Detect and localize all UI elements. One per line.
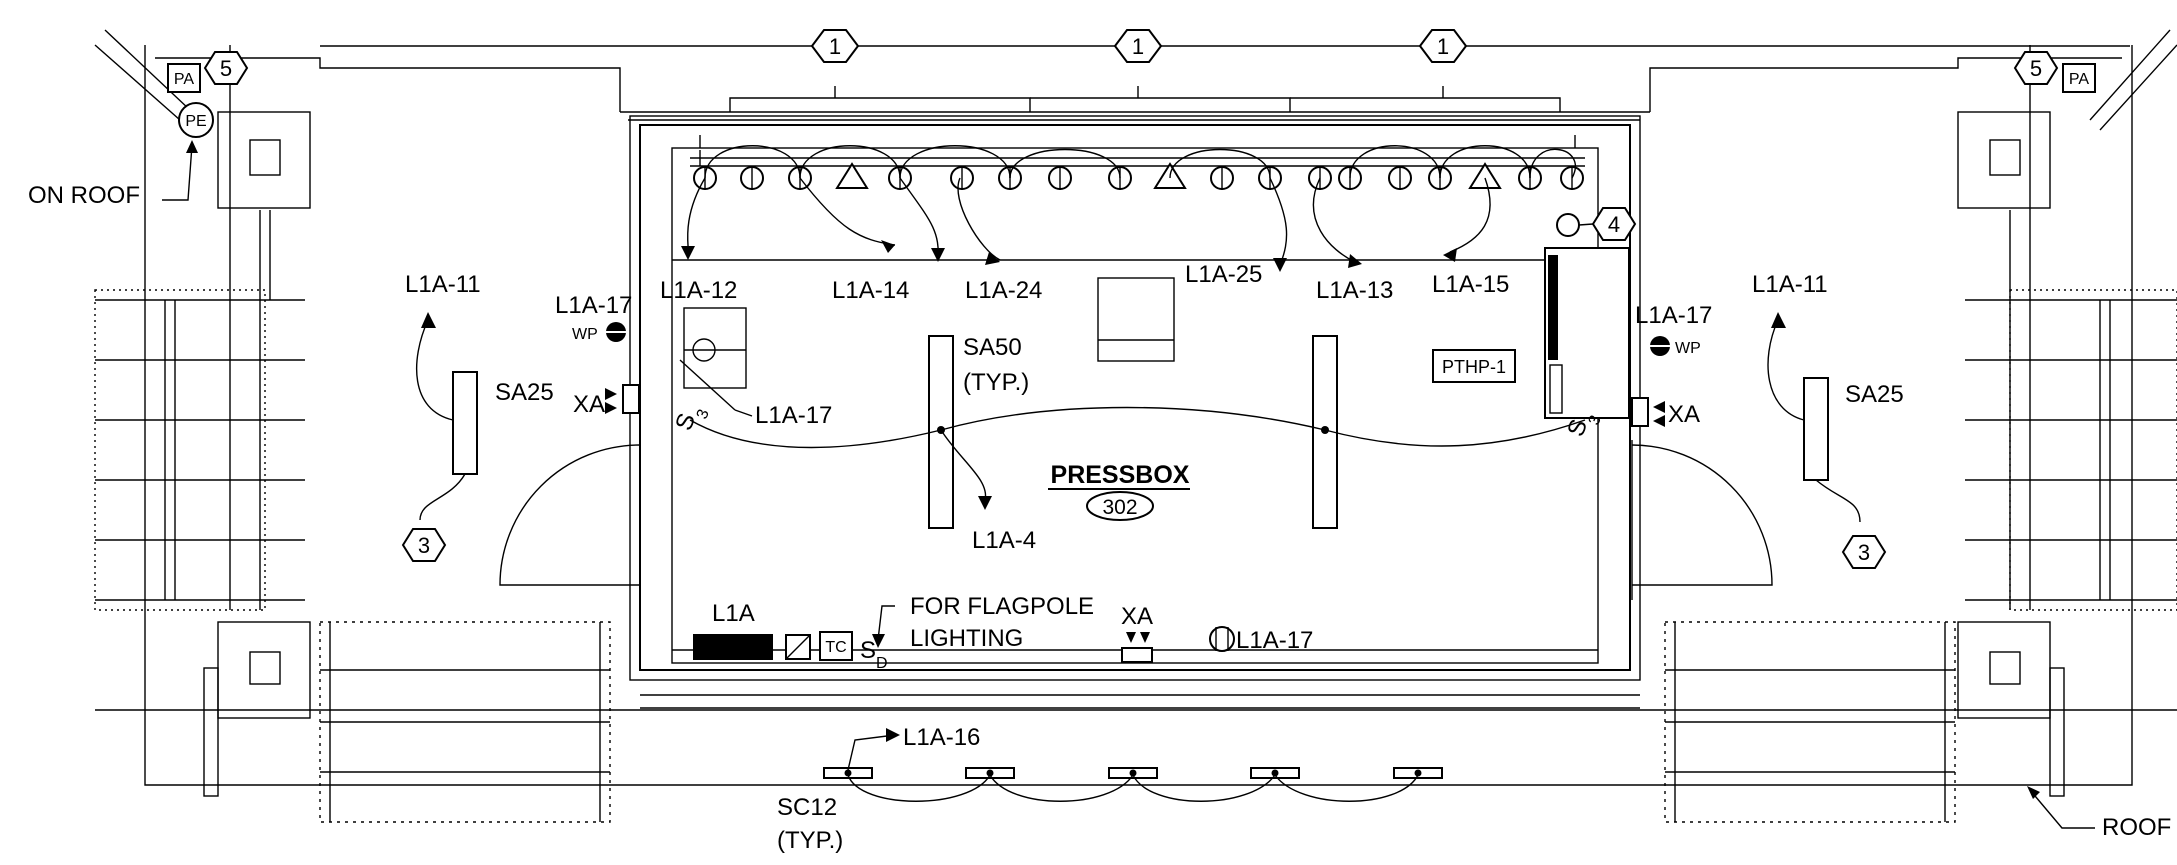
label-xa-left: XA	[573, 391, 605, 418]
label-l1a-11-left: L1A-11	[405, 271, 481, 298]
time-clock: TC	[819, 631, 853, 661]
arrow-l1a-24	[985, 252, 1000, 265]
triangle-fixture-symbol	[1468, 162, 1502, 189]
sc12-fixture-dot	[1414, 769, 1422, 777]
label-l1a-13: L1A-13	[1316, 277, 1393, 304]
svg-text:5: 5	[2030, 56, 2042, 81]
sc12-fixture-dot	[986, 769, 994, 777]
label-l1a-17-hvac: L1A-17	[755, 402, 832, 429]
arrow-l1a-25	[931, 248, 945, 262]
door-swings	[499, 440, 1773, 600]
xa-device-right	[1631, 397, 1665, 427]
svg-text:3: 3	[1858, 540, 1870, 565]
label-sa50-typ: (TYP.)	[963, 369, 1029, 396]
svg-text:PA: PA	[174, 71, 194, 88]
label-sa25-left: SA25	[495, 379, 554, 406]
sc12-fixture-dot	[1271, 769, 1279, 777]
panel-l1a	[693, 634, 773, 660]
keynote-1-right: 1	[1418, 29, 1468, 63]
label-l1a-17-left: L1A-17	[555, 292, 632, 319]
sa25-fixture-right	[1803, 377, 1829, 481]
triangle-fixture-symbol	[835, 162, 869, 189]
stadium-seating-right	[1664, 289, 2177, 823]
room-name: PRESSBOX	[1051, 461, 1190, 489]
wp-receptacle-right: WP	[1650, 336, 1701, 357]
label-l1a-4: L1A-4	[972, 527, 1036, 554]
sa50-fixture-right	[1312, 335, 1338, 529]
sc12-fixture-row	[823, 767, 1443, 779]
keynote-4: 4	[1591, 207, 1637, 241]
receptacle-l1a-17-bottom	[1209, 626, 1235, 652]
label-l1a-17-right: L1A-17	[1635, 302, 1712, 329]
label-xa-right: XA	[1668, 401, 1700, 428]
arrow-l1a-15	[1443, 248, 1457, 262]
label-l1a-14: L1A-14	[832, 277, 909, 304]
pthp-unit: PTHP-1	[1432, 213, 1630, 419]
keynote-3-left: 3	[401, 528, 447, 562]
keynote-3-right: 3	[1841, 535, 1887, 569]
svg-text:4: 4	[1608, 212, 1620, 237]
fixture-track	[690, 150, 1585, 167]
svg-text:TC: TC	[825, 639, 846, 656]
label-l1a-24: L1A-24	[965, 277, 1042, 304]
arrow-l1a-14	[881, 240, 895, 253]
keynote-1-center: 1	[1113, 29, 1163, 63]
svg-text:3: 3	[418, 533, 430, 558]
svg-text:5: 5	[220, 56, 232, 81]
arrow-l1a-13	[1348, 254, 1362, 268]
label-sa25-right: SA25	[1845, 381, 1904, 408]
xa-device-left	[605, 384, 640, 414]
svg-text:1: 1	[1437, 34, 1449, 59]
pa-speaker-symbol-left: PA	[167, 63, 201, 93]
arrow-l1a-12	[681, 246, 695, 260]
arrow-l1a-25-b	[1273, 258, 1287, 272]
label-sa50: SA50	[963, 334, 1022, 361]
downlight-row	[693, 162, 1584, 190]
sc12-fixture-dot	[844, 769, 852, 777]
structural-columns	[203, 111, 2065, 797]
svg-text:S: S	[860, 637, 876, 664]
keynote-5-right: 5	[2013, 51, 2059, 85]
label-l1a-17-bottom: L1A-17	[1236, 627, 1313, 654]
room-number: 302	[1102, 496, 1137, 519]
wp-receptacle-left: WP	[572, 322, 626, 343]
svg-text:PE: PE	[185, 113, 206, 130]
label-panel-l1a: L1A	[712, 600, 755, 627]
xa-device-bottom	[1121, 632, 1153, 663]
flagpole-switch: S D	[860, 605, 895, 672]
svg-text:WP: WP	[1675, 340, 1701, 357]
stadium-seating-left	[94, 289, 611, 823]
label-l1a-11-right: L1A-11	[1752, 271, 1828, 298]
hvac-unit	[683, 307, 747, 389]
label-l1a-12: L1A-12	[660, 277, 737, 304]
roof-label: ROOF	[2102, 814, 2171, 841]
keynote-5-left: 5	[203, 51, 249, 85]
svg-text:PA: PA	[2069, 71, 2089, 88]
sa25-fixture-left	[452, 371, 478, 475]
circuit-homeruns-top	[686, 145, 1576, 266]
switch-3way-left: S 3	[670, 407, 713, 434]
label-flagpole-1: FOR FLAGPOLE	[910, 593, 1094, 620]
pthp-label: PTHP-1	[1442, 357, 1506, 377]
svg-text:WP: WP	[572, 326, 598, 343]
label-l1a-16: L1A-16	[903, 724, 980, 751]
svg-text:1: 1	[829, 34, 841, 59]
label-sc12: SC12	[777, 794, 837, 821]
label-flagpole-2: LIGHTING	[910, 625, 1023, 652]
sc12-fixture-dot	[1129, 769, 1137, 777]
room-tag: PRESSBOX 302	[1048, 461, 1190, 521]
keynote-1-left: 1	[810, 29, 860, 63]
label-l1a-15: L1A-15	[1432, 271, 1509, 298]
on-roof-label: ON ROOF	[28, 182, 140, 209]
pa-speaker-symbol-right: PA	[2062, 63, 2096, 93]
photo-eye-symbol: PE	[178, 102, 214, 138]
appliance	[1097, 277, 1175, 362]
label-sc12-typ: (TYP.)	[777, 827, 843, 854]
label-xa-bottom: XA	[1121, 603, 1153, 630]
svg-text:1: 1	[1132, 34, 1144, 59]
label-l1a-25: L1A-25	[1185, 261, 1262, 288]
svg-text:D: D	[876, 655, 888, 672]
